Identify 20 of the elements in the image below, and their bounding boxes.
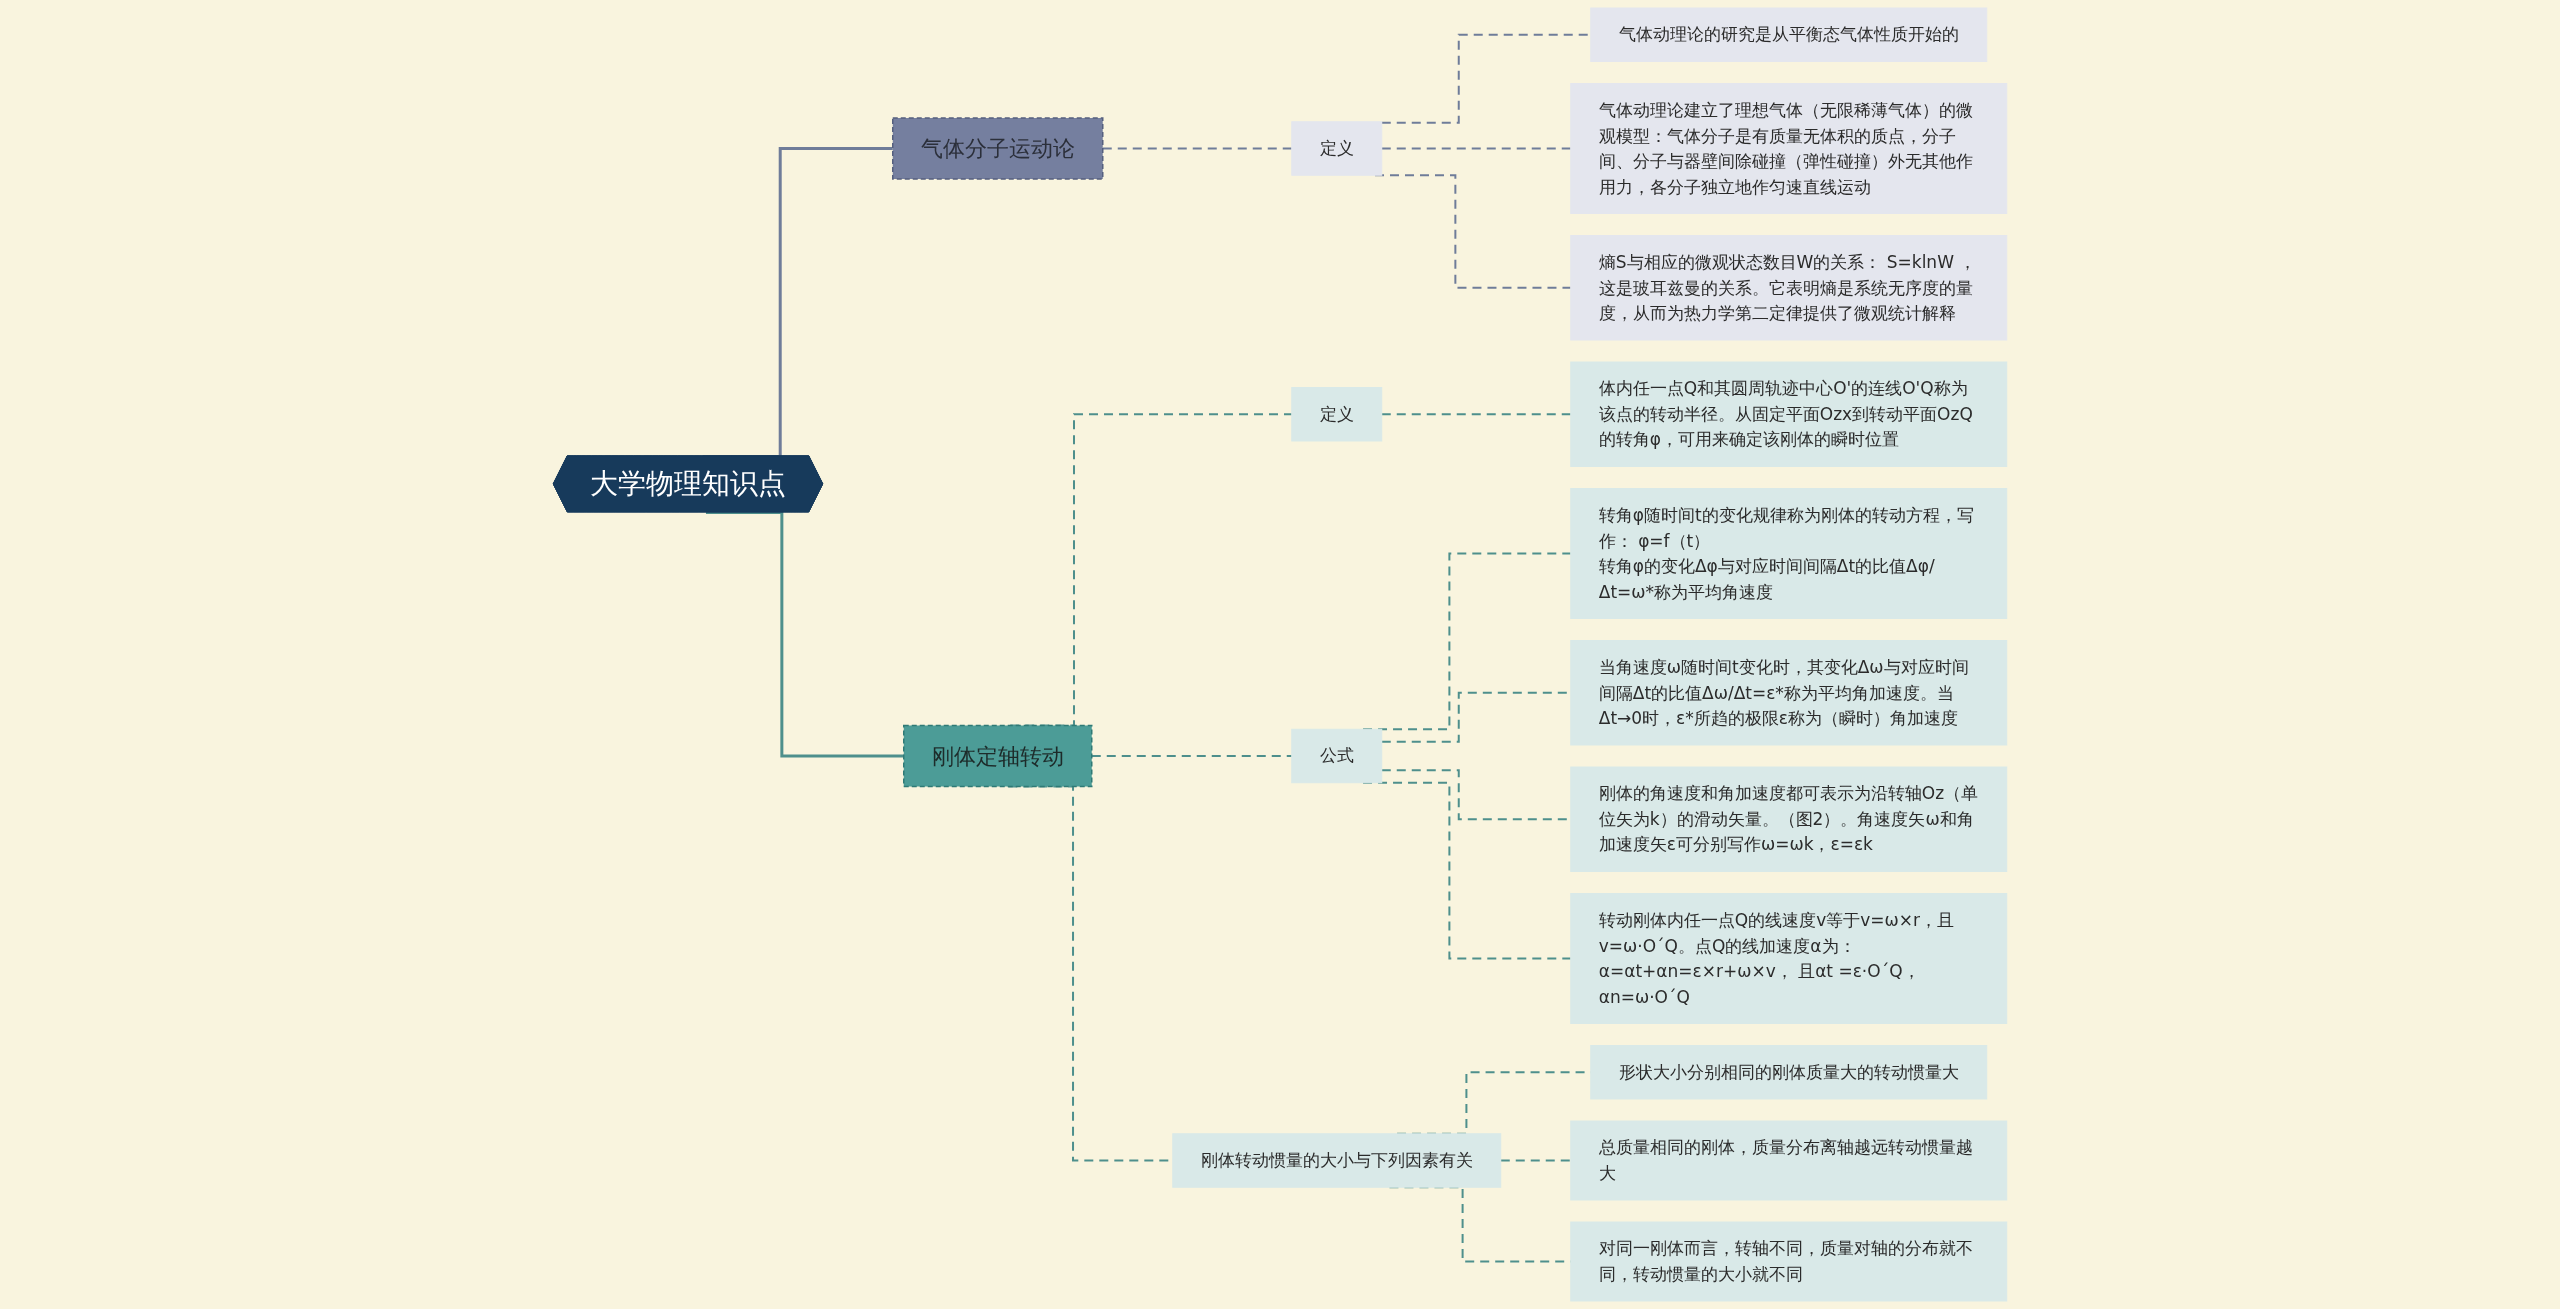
node-box: 公式 — [1291, 728, 1383, 784]
node-box: 刚体转动惯量的大小与下列因素有关 — [1172, 1133, 1502, 1188]
node-box: 熵S与相应的微观状态数目W的关系： S=klnW ，这是玻耳兹曼的关系。它表明熵是系统无序度的量度，从而为热力学第二定律提供了微观统计解释 — [1570, 235, 2008, 341]
node-box: 总质量相同的刚体，质量分布离轴越远转动惯量越大 — [1570, 1120, 2008, 1201]
node-box: 定义 — [1291, 121, 1383, 176]
connector — [705, 510, 904, 758]
connector — [1380, 413, 1572, 416]
node-box: 当角速度ω随时间t变化时，其变化Δω与对应时间间隔Δt的比值Δω/Δt=ε*称为平均角加速度。当Δt→0时，ε*所趋的极限ε称为（瞬时）角加速度 — [1570, 640, 2008, 746]
node-box: 体内任一点Q和其圆周轨迹中心O'的连线O'Q称为该点的转动半径。从固定平面Ozx到转动平面OzQ的转角φ，可用来确定该刚体的瞬时位置 — [1570, 361, 2008, 467]
node-box: 转动刚体内任一点Q的线速度v等于v=ω×r，且v=ω·O´Q。点Q的线加速度α为： α=αt+αn=ε×r+ω×v， 且αt =ε·O´Q， αn=ω·O´Q — [1570, 893, 2008, 1024]
node-box: 定义 — [1291, 387, 1383, 442]
node-box: 刚体定轴转动 — [903, 724, 1093, 788]
node-box: 转角φ随时间t的变化规律称为刚体的转动方程，写作： φ=f（t） 转角φ的变化Δφ与对应时间间隔Δt的比值Δφ/Δt=ω*称为平均角速度 — [1570, 488, 2008, 619]
node-box: 形状大小分别相同的刚体质量大的转动惯量大 — [1590, 1045, 1988, 1100]
node-box: 气体动理论建立了理想气体（无限稀薄气体）的微观模型：气体分子是有质量无体积的质点，分子间、分子与器壁间除碰撞（弹性碰撞）外无其他作用力，各分子独立地作匀速直线运动 — [1570, 83, 2008, 214]
node-box: 对同一刚体而言，转轴不同，质量对轴的分布就不同，转动惯量的大小就不同 — [1570, 1221, 2008, 1302]
connector — [1380, 147, 1572, 150]
node-box: 气体分子运动论 — [892, 117, 1104, 180]
node-box: 刚体的角速度和角加速度都可表示为沿转轴Oz（单位矢为k）的滑动矢量。（图2）。角速度矢ω和角加速度矢ε可分别写作ω=ωk，ε=εk — [1570, 766, 2008, 872]
connector — [1499, 1159, 1572, 1162]
